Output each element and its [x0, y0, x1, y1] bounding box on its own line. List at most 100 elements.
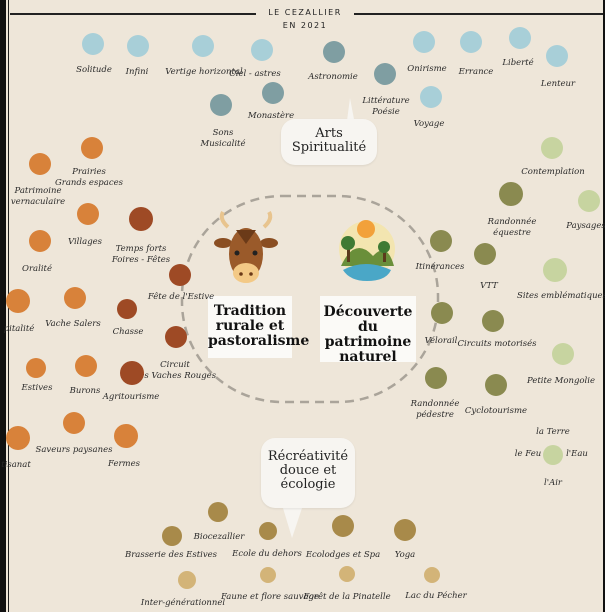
- hospitalite-label: pitalité: [4, 324, 35, 335]
- velorail-label-line: Vélorail: [424, 336, 458, 346]
- right-border: [603, 0, 605, 612]
- paysages-dot: [578, 190, 600, 212]
- sons-dot: [210, 94, 232, 116]
- ecolodges-label: Ecolodges et Spa: [306, 550, 380, 561]
- dashed-loop: [180, 194, 440, 404]
- randoequestre-label-line: Randonnée: [487, 217, 537, 227]
- intergen-label-line: Inter-générationnel: [140, 598, 226, 608]
- sons-label-line: Musicalité: [200, 139, 246, 149]
- patrimoine-label-line: Patrimoine: [14, 186, 62, 196]
- cow-icon: [214, 211, 278, 283]
- liberte-label: Liberté: [502, 58, 533, 69]
- saveurs-dot: [63, 412, 85, 434]
- mongolie-label-line: Petite Mongolie: [527, 376, 595, 386]
- left-border: [0, 0, 6, 612]
- astronomie-label: Astronomie: [308, 72, 358, 83]
- header-rule-left: [10, 13, 256, 15]
- lac-label-line: Lac du Pécher: [405, 591, 467, 601]
- artisanat-dot: [6, 426, 30, 450]
- saveurs-label-line: Saveurs paysanes: [35, 445, 113, 455]
- theme-bubble-arts: Arts Spiritualité: [281, 119, 377, 165]
- infini-label: Infini: [126, 67, 149, 78]
- fermes-label-line: Fermes: [108, 459, 140, 469]
- randopedestre-dot: [425, 367, 447, 389]
- litterature-label-line: Poésie: [372, 107, 400, 117]
- liberte-label-line: Liberté: [502, 58, 534, 68]
- itinerances-label-line: Itinérances: [415, 262, 465, 272]
- circuit-label-line: des Vaches Rouges: [133, 371, 217, 381]
- solitude-label-line: Solitude: [76, 65, 112, 75]
- fermes-label: Fermes: [108, 459, 140, 470]
- errance-dot: [460, 31, 482, 53]
- theme-box-decouverte: Découverte du patrimoine naturel: [320, 296, 416, 365]
- contemplation-dot: [541, 137, 563, 159]
- header-year: EN 2021: [282, 21, 328, 30]
- theme-box-tradition: Tradition rurale et pastoralisme: [208, 296, 310, 358]
- cyclotourisme-label-line: Cyclotourisme: [464, 406, 528, 416]
- paysages-label-line: Paysages: [566, 221, 605, 231]
- estives-label: Estives: [22, 383, 53, 394]
- ciel-dot: [251, 39, 273, 61]
- agritourisme-label: Agritourisme: [103, 392, 160, 403]
- recreativite-line-2: douce et: [279, 463, 337, 478]
- tradition-line-2: rurale et: [215, 318, 285, 334]
- foret-dot: [339, 566, 355, 582]
- agritourisme-label-line: Agritourisme: [102, 392, 160, 402]
- paysages-label: Paysages: [566, 221, 605, 232]
- solitude-label: Solitude: [76, 65, 112, 76]
- vertige-label-line: Vertige horizontal: [165, 67, 243, 77]
- circuitsmoto-label: Circuits motorisés: [458, 339, 537, 350]
- randopedestre-label-line: Randonnée: [410, 399, 460, 409]
- tradition-line-3: pastoralisme: [208, 333, 310, 349]
- tempsforts-label-line: Temps forts: [115, 244, 167, 254]
- brasserie-label-line: Brasserie des Estives: [124, 550, 218, 560]
- agritourisme-dot: [120, 361, 144, 385]
- oralite-label-line: Oralité: [22, 264, 52, 274]
- errance-label: Errance: [459, 67, 494, 78]
- litterature-label-line: Littérature: [362, 96, 410, 106]
- velorail-label: Vélorail: [425, 336, 458, 347]
- element-air: l'Air: [544, 478, 562, 488]
- fete-dot: [169, 264, 191, 286]
- sites-label: Sites emblématiques: [517, 291, 605, 302]
- brasserie-dot: [162, 526, 182, 546]
- tempsforts-dot: [129, 207, 153, 231]
- onirisme-label: Onirisme: [407, 64, 446, 75]
- velorail-dot: [431, 302, 453, 324]
- lenteur-label-line: Lenteur: [540, 79, 576, 89]
- liberte-dot: [509, 27, 531, 49]
- brasserie-label: Brasserie des Estives: [125, 550, 217, 561]
- fete-label: Fête de l'Estive: [148, 292, 214, 303]
- decouverte-line-3: naturel: [339, 349, 397, 365]
- yoga-label: Yoga: [395, 550, 416, 561]
- randopedestre-label-line: pédestre: [416, 410, 454, 420]
- header-rule-right: [354, 13, 603, 15]
- yoga-label-line: Yoga: [394, 550, 416, 560]
- hospitalite-dot: [6, 289, 30, 313]
- saveurs-label: Saveurs paysanes: [36, 445, 113, 456]
- recreativite-line-3: écologie: [280, 477, 336, 492]
- monastere-label: Monastère: [248, 111, 294, 122]
- itinerances-dot: [430, 230, 452, 252]
- monastere-dot: [262, 82, 284, 104]
- vtt-label: VTT: [480, 281, 498, 292]
- vertige-dot: [192, 35, 214, 57]
- faune-label-line: Faune et flore sauvage: [220, 592, 320, 602]
- litterature-dot: [374, 63, 396, 85]
- mongolie-dot: [552, 343, 574, 365]
- circuit-label-line: Circuit: [160, 360, 190, 370]
- ecolodges-label-line: Ecolodges et Spa: [305, 550, 381, 560]
- chasse-dot: [117, 299, 137, 319]
- sites-label-line: Sites emblématiques: [517, 291, 605, 301]
- ciel-label-line: Ciel - astres: [229, 69, 281, 79]
- vachesalers-label-line: Vache Salers: [45, 319, 101, 329]
- lac-dot: [424, 567, 440, 583]
- fermes-dot: [114, 424, 138, 448]
- vachesalers-label: Vache Salers: [45, 319, 100, 330]
